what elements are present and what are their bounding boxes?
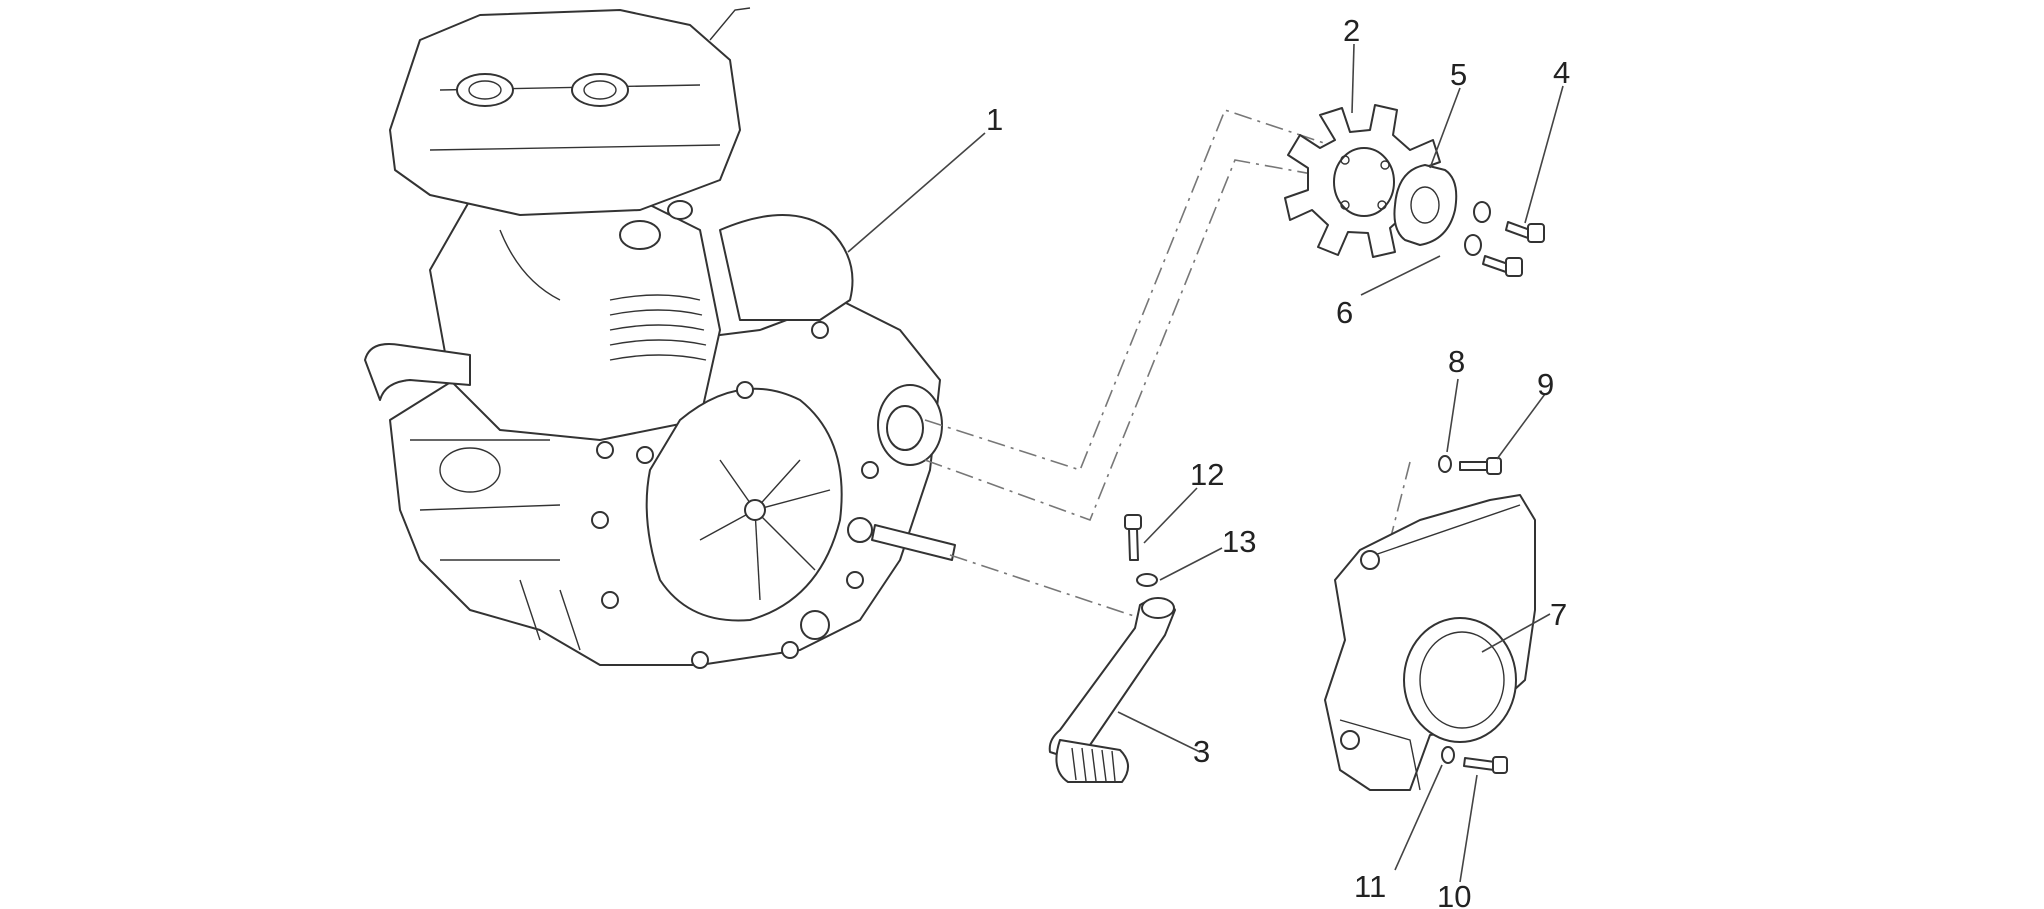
washer-upper [1473, 201, 1491, 223]
callout-4: 4 [1553, 55, 1570, 90]
lock-plate [1393, 164, 1458, 246]
axis-line-sprocket-lower [924, 159, 1401, 522]
callout-3: 3 [1193, 734, 1210, 769]
callout-8: 8 [1448, 344, 1465, 379]
lever-bolt [1124, 514, 1142, 561]
callout-9: 9 [1537, 367, 1554, 402]
cover-bolt-upper [1459, 457, 1502, 475]
callout-5: 5 [1450, 57, 1467, 92]
sprocket-bolt-upper [1505, 221, 1545, 243]
axis-line-sprocket-upper [924, 109, 1406, 471]
callout-10: 10 [1437, 879, 1471, 909]
washer-lower [1464, 234, 1482, 256]
cover-washer-lower [1441, 746, 1455, 764]
sprocket [1284, 104, 1441, 258]
cover-washer-upper [1438, 455, 1452, 473]
callout-11: 11 [1354, 869, 1386, 904]
engine-assembly [364, 7, 956, 669]
sprocket-bolt-lower [1482, 255, 1523, 277]
callout-12: 12 [1190, 457, 1224, 492]
callout-6: 6 [1336, 295, 1353, 330]
callout-1: 1 [986, 102, 1003, 137]
leader-lines [847, 43, 1564, 883]
sprocket-cover [1324, 494, 1536, 791]
lever-washer [1136, 573, 1158, 587]
axis-line-shift-lever [949, 554, 1141, 619]
cover-bolt-lower [1463, 756, 1508, 774]
gear-shift-lever [1048, 597, 1176, 783]
callout-2: 2 [1343, 13, 1360, 48]
axis-line-cover-bolt [1384, 461, 1411, 561]
callout-13: 13 [1222, 524, 1256, 559]
callout-7: 7 [1550, 597, 1567, 632]
